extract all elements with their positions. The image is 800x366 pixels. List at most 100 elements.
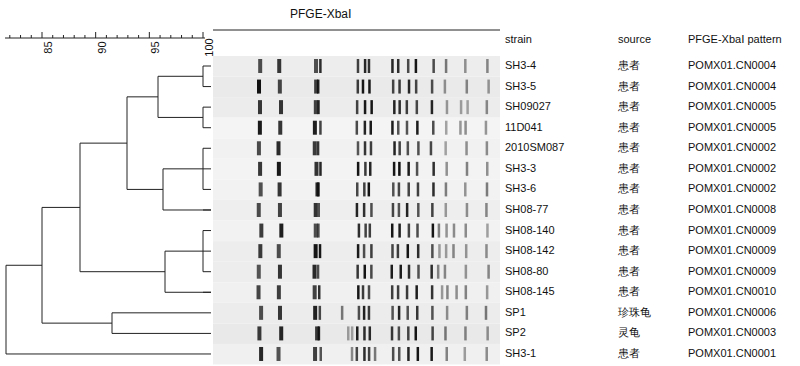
tree-branch bbox=[6, 265, 7, 354]
gel-band bbox=[364, 265, 367, 279]
gel-band bbox=[486, 285, 489, 299]
gel-band bbox=[357, 59, 360, 73]
gel-band bbox=[313, 306, 317, 320]
tree-branch bbox=[112, 333, 211, 334]
gel-band bbox=[441, 285, 444, 299]
gel-band bbox=[363, 306, 366, 320]
tree-branch bbox=[203, 127, 211, 128]
major-tick bbox=[149, 32, 150, 38]
gel-band bbox=[364, 162, 367, 176]
minor-tick bbox=[31, 35, 32, 38]
header-rule bbox=[213, 30, 500, 31]
source-cell: 患者 bbox=[618, 121, 640, 134]
source-cell: 患者 bbox=[618, 59, 640, 72]
gel-band bbox=[406, 203, 409, 217]
gel-band bbox=[417, 141, 420, 155]
gel-band bbox=[319, 59, 322, 73]
pattern-code: POMX01.CN0005 bbox=[688, 121, 776, 134]
tree-branch bbox=[163, 168, 203, 169]
gel-band bbox=[258, 162, 262, 176]
gel-band bbox=[392, 347, 395, 361]
gel-band bbox=[431, 100, 434, 114]
gel-band bbox=[485, 306, 488, 320]
minor-tick bbox=[106, 35, 107, 38]
gel-band bbox=[363, 244, 366, 258]
gel-band bbox=[370, 244, 373, 258]
gel-lane bbox=[213, 200, 500, 221]
gel-band bbox=[317, 141, 320, 155]
axis-number: 100 bbox=[202, 38, 215, 56]
gel-band bbox=[431, 80, 434, 94]
tree-branch bbox=[165, 292, 211, 293]
gel-band bbox=[391, 59, 394, 73]
major-tick bbox=[42, 32, 43, 38]
gel-band bbox=[357, 162, 360, 176]
column-header: source bbox=[618, 33, 651, 46]
tree-branch bbox=[127, 189, 163, 190]
source-cell: 患者 bbox=[618, 224, 640, 237]
gel-band bbox=[485, 244, 488, 258]
gel-band bbox=[257, 80, 261, 94]
tree-branch bbox=[6, 353, 211, 354]
tree-branch bbox=[80, 143, 127, 144]
gel-band bbox=[417, 347, 420, 361]
gel-band bbox=[391, 244, 394, 258]
gel-band bbox=[485, 347, 488, 361]
gel-band bbox=[314, 59, 318, 73]
gel-band bbox=[408, 80, 411, 94]
gel-band bbox=[369, 121, 372, 135]
gel-band bbox=[407, 59, 410, 73]
gel-band bbox=[417, 182, 420, 196]
gel-band bbox=[485, 203, 488, 217]
gel-band bbox=[445, 244, 448, 258]
gel-band bbox=[445, 59, 448, 73]
gel-band bbox=[391, 265, 394, 279]
gel-lane bbox=[213, 138, 500, 159]
gel-band bbox=[317, 80, 320, 94]
gel-band bbox=[391, 326, 394, 340]
gel-lane bbox=[213, 221, 500, 242]
gel-band bbox=[466, 100, 469, 114]
gel-band bbox=[356, 100, 359, 114]
gel-band bbox=[415, 285, 418, 299]
strain-name: SP2 bbox=[505, 326, 526, 339]
gel-band bbox=[351, 326, 354, 340]
gel-band bbox=[368, 182, 371, 196]
gel-band bbox=[398, 182, 401, 196]
gel-band bbox=[358, 306, 361, 320]
gel-band bbox=[432, 224, 435, 238]
gel-band bbox=[351, 347, 354, 361]
gel-band bbox=[313, 265, 317, 279]
column-header: strain bbox=[505, 33, 532, 46]
gel-band bbox=[455, 285, 458, 299]
source-cell: 患者 bbox=[618, 182, 640, 195]
gel-band bbox=[391, 121, 394, 135]
tree-branch bbox=[42, 207, 80, 208]
gel-band bbox=[407, 326, 410, 340]
gel-band bbox=[278, 80, 282, 94]
gel-band bbox=[430, 265, 433, 279]
gel-band bbox=[356, 326, 359, 340]
gel-band bbox=[357, 80, 360, 94]
gel-band bbox=[374, 347, 377, 361]
gel-band bbox=[465, 224, 468, 238]
gel-band bbox=[445, 182, 448, 196]
gel-band bbox=[452, 244, 455, 258]
gel-band bbox=[445, 203, 448, 217]
pattern-code: POMX01.CN0002 bbox=[688, 141, 776, 154]
gel-lane bbox=[213, 77, 500, 98]
minor-tick bbox=[127, 35, 128, 38]
gel-band bbox=[369, 326, 372, 340]
gel-band bbox=[430, 347, 433, 361]
gel-band bbox=[362, 285, 365, 299]
gel-band bbox=[486, 141, 489, 155]
tree-branch bbox=[42, 323, 112, 324]
gel-band bbox=[415, 80, 418, 94]
gel-band bbox=[416, 100, 419, 114]
strain-name: SH3-4 bbox=[505, 59, 536, 72]
strain-name: SH08-142 bbox=[505, 244, 555, 257]
gel-band bbox=[277, 141, 281, 155]
gel-band bbox=[368, 306, 371, 320]
pattern-code: POMX01.CN0004 bbox=[688, 59, 776, 72]
dendrogram-tree bbox=[6, 66, 211, 354]
